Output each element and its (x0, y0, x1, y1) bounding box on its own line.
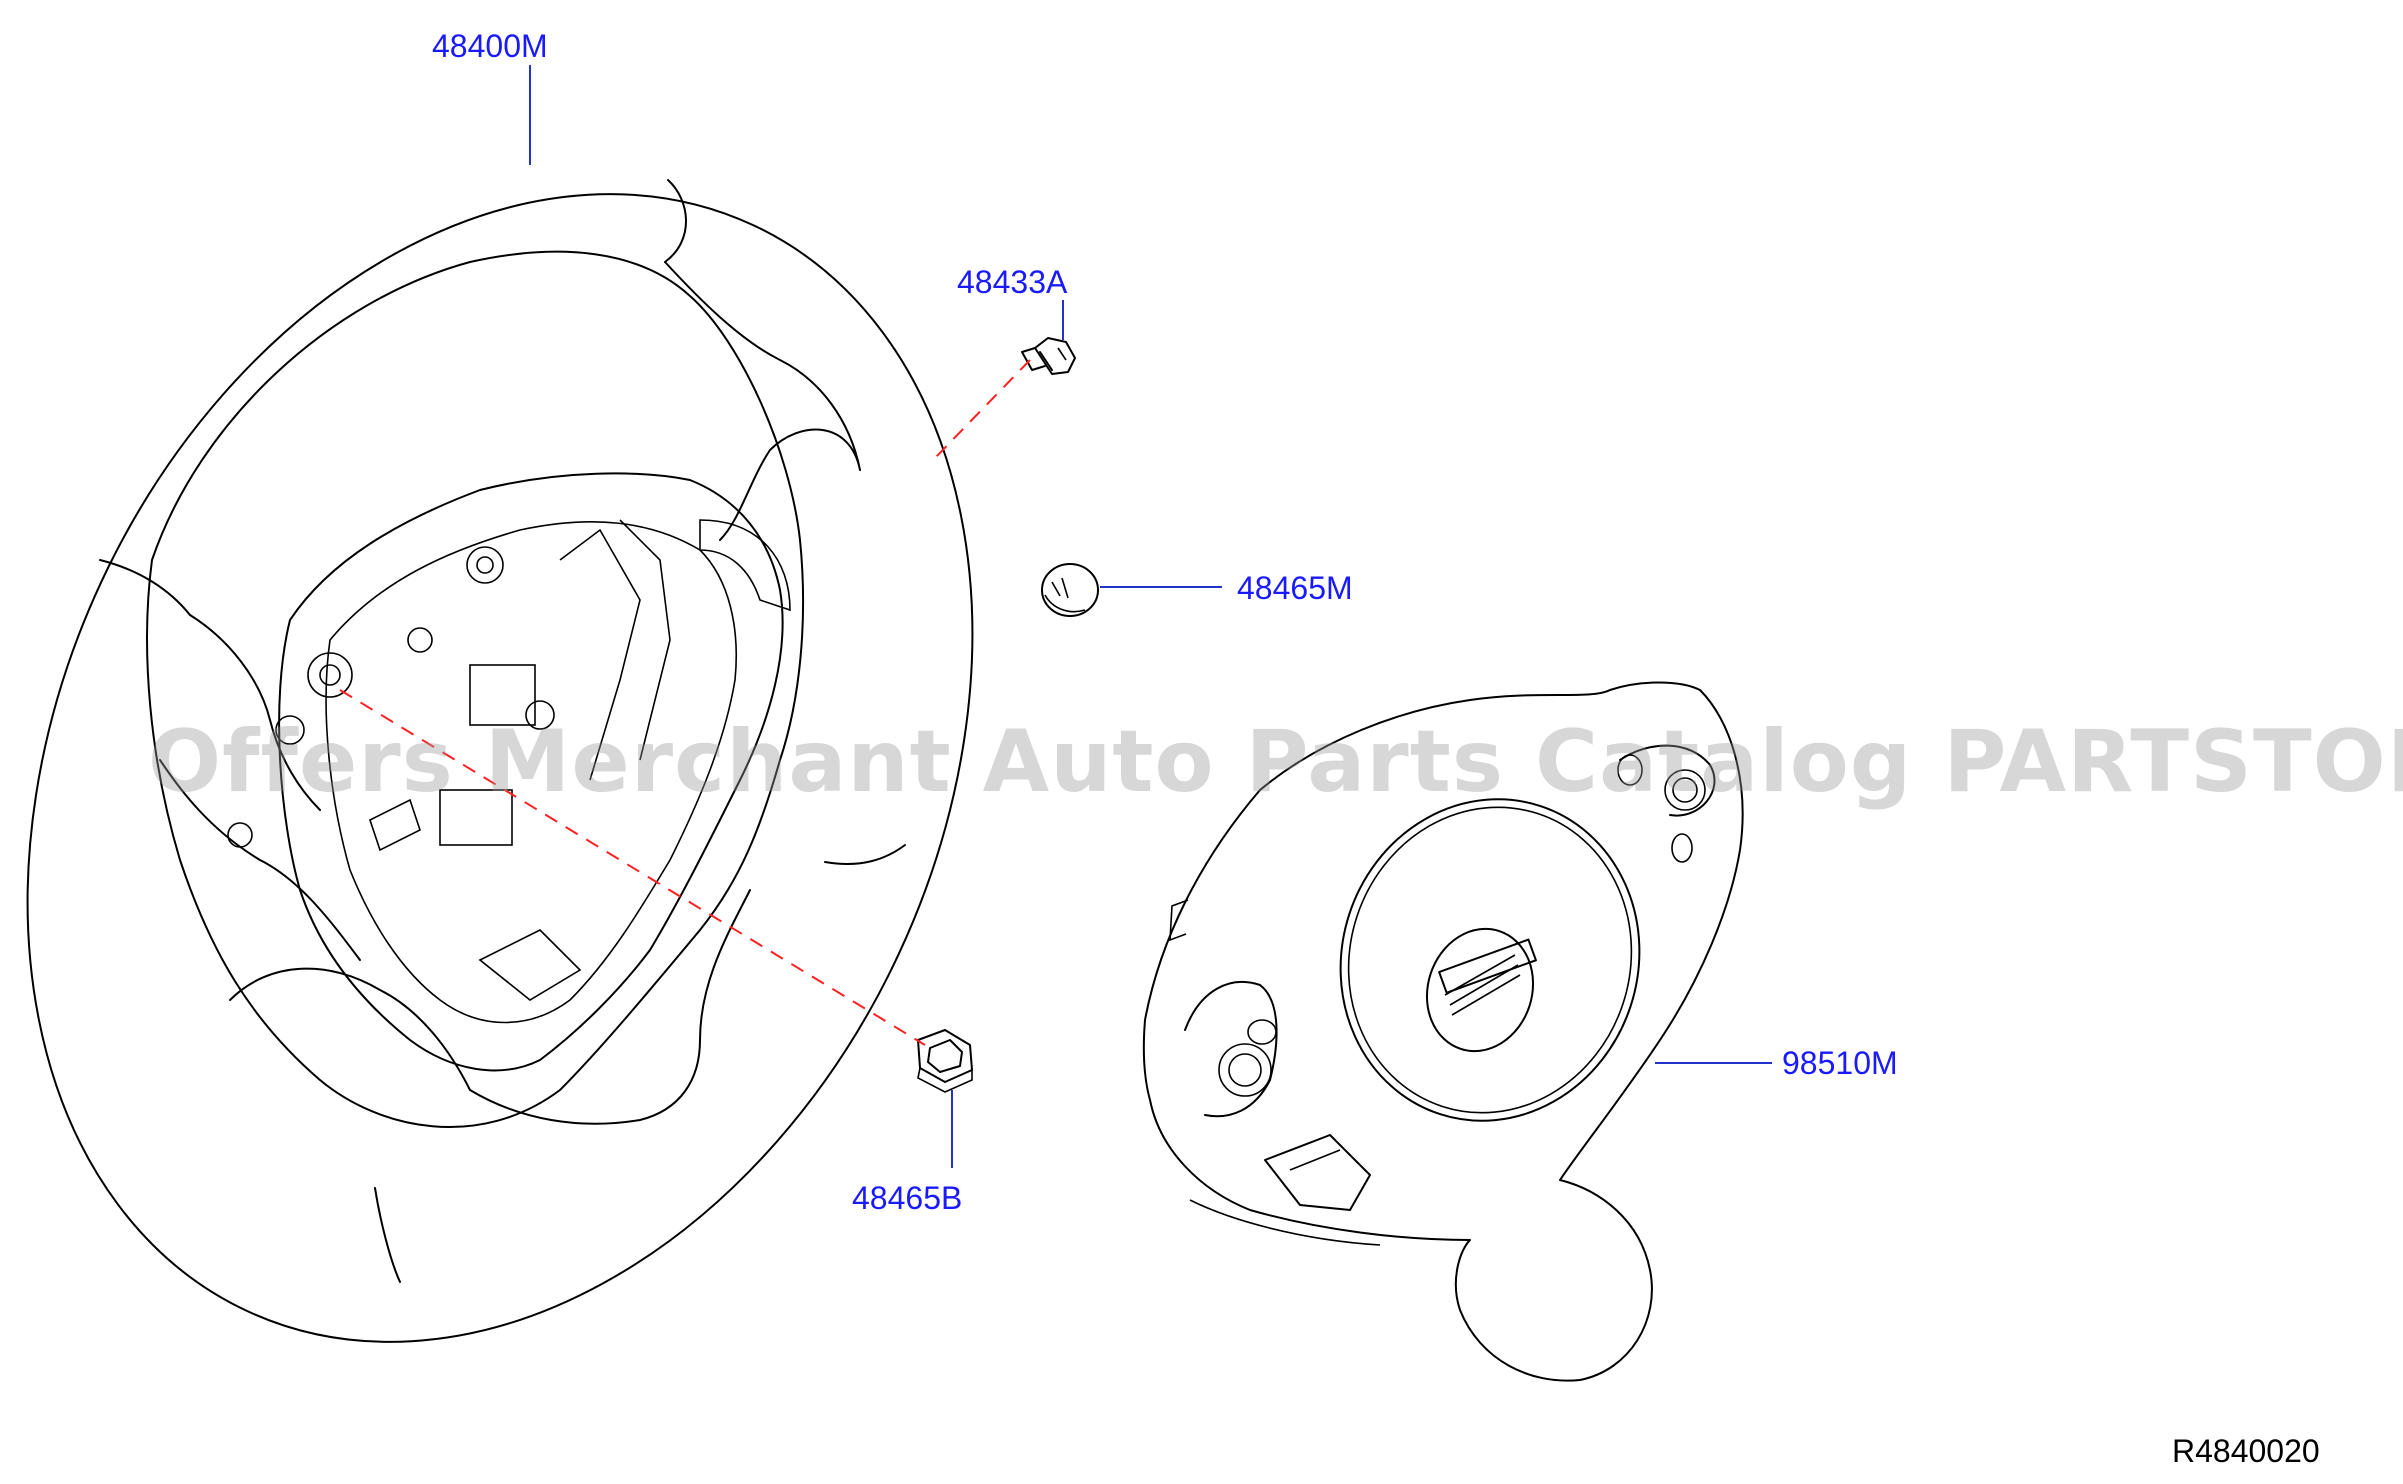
part-label-nut[interactable]: 48465B (852, 1180, 963, 1216)
part-label-bolt[interactable]: 48433A (957, 264, 1068, 300)
steering-wheel-drawing[interactable] (0, 39, 1152, 1484)
nut-drawing[interactable] (917, 1029, 973, 1093)
watermark: Offers Merchant Auto Parts Catalog PARTS… (148, 712, 2403, 812)
cap-drawing[interactable] (1041, 563, 1099, 617)
airbag-module-drawing[interactable] (1142, 681, 1744, 1382)
nut-centerline (339, 689, 926, 1046)
part-label-airbag-module[interactable]: 98510M (1782, 1045, 1898, 1081)
diagram-id: R4840020 (2172, 1433, 2320, 1469)
bolt-drawing[interactable] (1021, 337, 1076, 375)
part-label-steering-wheel[interactable]: 48400M (432, 28, 548, 64)
part-label-cap[interactable]: 48465M (1237, 570, 1353, 606)
bolt-centerline (934, 359, 1031, 459)
